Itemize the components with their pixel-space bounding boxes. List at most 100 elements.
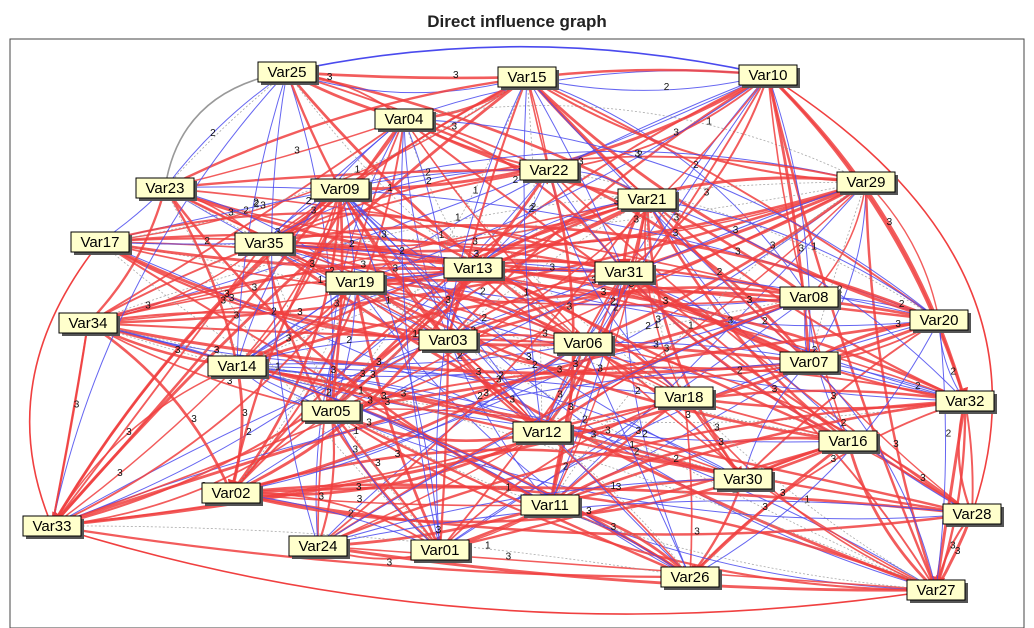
influence-edge <box>549 181 867 506</box>
edge-weight-label: 3 <box>474 249 480 260</box>
influence-edge <box>935 319 947 591</box>
edge-weight-label: 3 <box>370 370 376 381</box>
node-box <box>418 329 478 351</box>
node-var35[interactable]: Var35 <box>234 232 296 256</box>
edge-weight-label: 3 <box>356 482 362 493</box>
node-box <box>654 386 714 408</box>
node-var21[interactable]: Var21 <box>617 188 679 212</box>
influence-edge <box>742 319 940 480</box>
node-var20[interactable]: Var20 <box>909 309 971 333</box>
influence-edge <box>164 187 449 341</box>
edge-weight-label: 3 <box>673 127 679 138</box>
edge-weight-label: 3 <box>360 369 366 380</box>
node-var01[interactable]: Var01 <box>410 539 472 563</box>
influence-edge <box>236 365 685 399</box>
node-var28[interactable]: Var28 <box>942 503 1004 527</box>
node-var11[interactable]: Var11 <box>520 494 582 518</box>
node-box <box>713 468 773 490</box>
edge-weight-label: 3 <box>704 188 710 199</box>
edge-weight-label: 3 <box>297 307 303 318</box>
edge-weight-label: 3 <box>496 375 502 386</box>
node-label: Var26 <box>671 569 710 586</box>
edge-weight-label: 1 <box>654 320 660 331</box>
edge-weight-label: 2 <box>271 307 277 318</box>
edge-weight-label: 2 <box>529 204 535 215</box>
node-var24[interactable]: Var24 <box>288 535 350 559</box>
influence-edge <box>400 118 441 551</box>
edge-weight-label: 2 <box>635 386 641 397</box>
node-var07[interactable]: Var07 <box>779 351 841 375</box>
node-var10[interactable]: Var10 <box>738 64 800 88</box>
node-box <box>519 159 579 181</box>
edge-weight-label: 2 <box>348 509 354 520</box>
node-box <box>738 64 798 86</box>
node-var04[interactable]: Var04 <box>374 108 436 132</box>
edge-weight-label: 3 <box>483 388 489 399</box>
influence-edge <box>164 67 770 190</box>
edge-weight-label: 3 <box>634 214 640 225</box>
edge-weight-label: 2 <box>693 160 699 171</box>
node-var30[interactable]: Var30 <box>713 468 775 492</box>
influence-edge <box>87 311 450 343</box>
node-var15[interactable]: Var15 <box>497 66 559 90</box>
node-var19[interactable]: Var19 <box>325 271 387 295</box>
node-var27[interactable]: Var27 <box>906 579 968 603</box>
edge-weight-label: 2 <box>246 427 252 438</box>
influence-edge <box>51 281 356 527</box>
influence-edge <box>316 410 336 548</box>
node-var02[interactable]: Var02 <box>201 482 263 506</box>
influence-edge <box>236 188 343 367</box>
node-var33[interactable]: Var33 <box>22 515 84 539</box>
edge-weight-label: 3 <box>294 146 300 157</box>
node-var16[interactable]: Var16 <box>818 430 880 454</box>
edge-weight-label: 2 <box>717 267 723 278</box>
node-var17[interactable]: Var17 <box>70 231 132 255</box>
node-label: Var35 <box>245 235 284 252</box>
node-var22[interactable]: Var22 <box>519 159 581 183</box>
node-var12[interactable]: Var12 <box>512 421 574 445</box>
node-var29[interactable]: Var29 <box>836 171 898 195</box>
influence-edge <box>864 181 939 592</box>
node-var13[interactable]: Var13 <box>443 257 505 281</box>
node-label: Var16 <box>829 433 868 450</box>
node-box <box>909 309 969 331</box>
node-var25[interactable]: Var25 <box>257 61 319 85</box>
edge-weight-label: 3 <box>718 437 724 448</box>
node-var06[interactable]: Var06 <box>553 332 615 356</box>
influence-edge <box>330 74 769 412</box>
edge-weight-label: 1 <box>412 329 418 340</box>
edge-weight-label: 3 <box>573 359 579 370</box>
node-var08[interactable]: Var08 <box>779 286 841 310</box>
node-box <box>201 482 261 504</box>
edge-weight-label: 3 <box>591 276 597 287</box>
node-var26[interactable]: Var26 <box>660 566 722 590</box>
influence-edge <box>541 431 691 578</box>
influence-edge <box>644 198 685 398</box>
edge-weight-label: 3 <box>381 229 387 240</box>
node-var14[interactable]: Var14 <box>207 355 269 379</box>
edge-weight-label: 3 <box>381 391 387 402</box>
node-box <box>660 566 720 588</box>
node-var03[interactable]: Var03 <box>418 329 480 353</box>
node-var05[interactable]: Var05 <box>301 400 363 424</box>
edge-weight-label: 2 <box>634 446 640 457</box>
edge-weight-label: 3 <box>887 217 893 228</box>
edge-weight-label: 2 <box>563 462 569 473</box>
influence-edge <box>548 436 849 507</box>
node-box <box>443 257 503 279</box>
influence-edge <box>99 241 937 591</box>
edge-weight-label: 3 <box>557 390 563 401</box>
node-var09[interactable]: Var09 <box>310 178 372 202</box>
node-var18[interactable]: Var18 <box>654 386 716 410</box>
node-var34[interactable]: Var34 <box>58 312 120 336</box>
node-label: Var07 <box>790 354 829 371</box>
node-box <box>301 400 361 422</box>
influence-edge <box>51 242 265 527</box>
node-var32[interactable]: Var32 <box>935 390 997 414</box>
edge-weight-label: 3 <box>214 345 220 356</box>
influence-edge <box>540 389 966 435</box>
node-var23[interactable]: Var23 <box>135 177 197 201</box>
influence-edge <box>51 524 692 583</box>
node-var31[interactable]: Var31 <box>594 261 656 285</box>
edge-weight-label: 3 <box>663 296 669 307</box>
